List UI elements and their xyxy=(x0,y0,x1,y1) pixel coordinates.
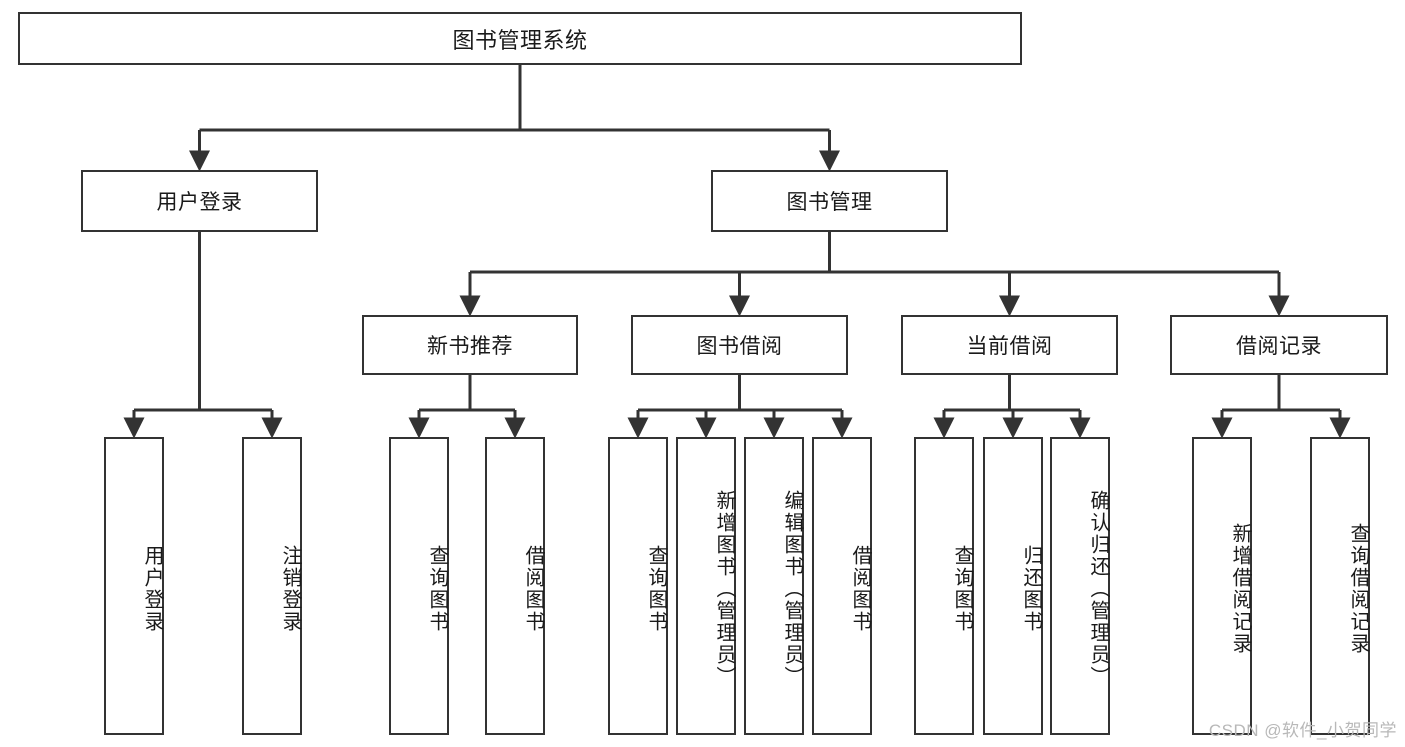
node-label: 借阅图书 xyxy=(522,545,544,633)
node-label: 查询图书 xyxy=(645,545,667,633)
node-label: 归还图书 xyxy=(1020,545,1042,633)
leaf-leaf-query-borrow-record[interactable]: 查询借阅记录 xyxy=(1310,437,1370,735)
node-label: 查询借阅记录 xyxy=(1347,523,1369,655)
node-label: 用户登录 xyxy=(156,191,243,214)
node-label: 新书推荐 xyxy=(427,335,513,358)
node-label: 借阅记录 xyxy=(1236,335,1322,358)
node-label: 用户登录 xyxy=(141,545,163,633)
leaf-leaf-confirm-return-admin[interactable]: 确认归还（管理员） xyxy=(1050,437,1110,735)
node-label: 新增图书（管理员） xyxy=(713,490,735,688)
node-label: 查询图书 xyxy=(426,545,448,633)
node-label: 当前借阅 xyxy=(966,335,1053,358)
leaf-leaf-edit-book-admin[interactable]: 编辑图书（管理员） xyxy=(744,437,804,735)
node-current-borrow[interactable]: 当前借阅 xyxy=(901,315,1118,375)
node-label: 确认归还（管理员） xyxy=(1087,490,1109,688)
node-label: 新增借阅记录 xyxy=(1229,523,1251,655)
leaf-leaf-add-book-admin[interactable]: 新增图书（管理员） xyxy=(676,437,736,735)
node-root[interactable]: 图书管理系统 xyxy=(18,12,1022,65)
leaf-leaf-user-logout[interactable]: 注销登录 xyxy=(242,437,302,735)
leaf-leaf-add-borrow-record[interactable]: 新增借阅记录 xyxy=(1192,437,1252,735)
node-label: 注销登录 xyxy=(279,545,301,633)
node-book-management[interactable]: 图书管理 xyxy=(711,170,948,232)
leaf-leaf-query-book-recommend[interactable]: 查询图书 xyxy=(389,437,449,735)
leaf-leaf-user-login[interactable]: 用户登录 xyxy=(104,437,164,735)
watermark-label: CSDN @软件_小贺同学 xyxy=(1208,721,1397,740)
node-new-book-recommend[interactable]: 新书推荐 xyxy=(362,315,578,375)
node-label: 图书管理 xyxy=(786,191,873,214)
node-borrow-record[interactable]: 借阅记录 xyxy=(1170,315,1388,375)
node-label: 借阅图书 xyxy=(849,545,871,633)
leaf-leaf-borrow-book[interactable]: 借阅图书 xyxy=(812,437,872,735)
leaf-leaf-query-book-current[interactable]: 查询图书 xyxy=(914,437,974,735)
node-label: 图书管理系统 xyxy=(452,27,588,53)
node-book-borrow[interactable]: 图书借阅 xyxy=(631,315,848,375)
node-label: 图书借阅 xyxy=(696,335,783,358)
leaf-leaf-return-book[interactable]: 归还图书 xyxy=(983,437,1043,735)
leaf-leaf-query-book-borrow[interactable]: 查询图书 xyxy=(608,437,668,735)
leaf-leaf-borrow-book-recommend[interactable]: 借阅图书 xyxy=(485,437,545,735)
node-label: 查询图书 xyxy=(951,545,973,633)
node-user-login[interactable]: 用户登录 xyxy=(81,170,318,232)
node-label: 编辑图书（管理员） xyxy=(781,490,803,688)
